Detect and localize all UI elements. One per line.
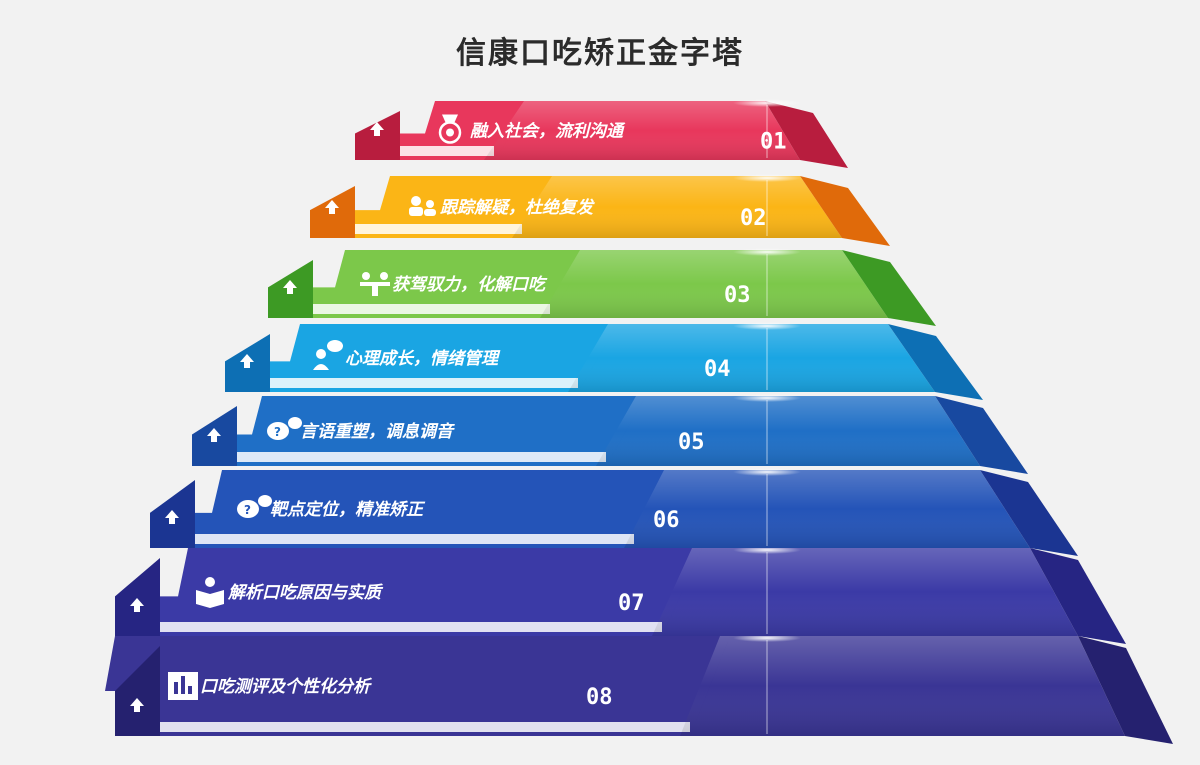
level-label: 靶点定位，精准矫正 bbox=[270, 500, 426, 520]
up-arrow-icon bbox=[325, 200, 339, 214]
bar-chart-icon bbox=[168, 672, 198, 700]
meeting-icon bbox=[360, 272, 390, 296]
level-step-edge bbox=[145, 722, 690, 732]
level-number: 05 bbox=[678, 430, 705, 455]
level-number: 08 bbox=[586, 685, 613, 710]
up-arrow-icon bbox=[130, 598, 144, 612]
level-label: 口吃测评及个性化分析 bbox=[200, 677, 373, 697]
level-banner bbox=[150, 470, 674, 548]
pyramid-level-02: 跟踪解疑，杜绝复发 02 bbox=[310, 174, 890, 246]
level-number: 02 bbox=[740, 206, 767, 231]
page-title: 信康口吃矫正金字塔 bbox=[456, 36, 744, 71]
level-banner bbox=[192, 396, 646, 466]
level-sheen bbox=[568, 324, 935, 392]
up-arrow-icon bbox=[283, 280, 297, 294]
pyramid-level-05: ? 言语重塑，调息调音 05 bbox=[192, 394, 1028, 474]
level-number: 06 bbox=[653, 508, 680, 533]
level-side-face bbox=[842, 250, 936, 326]
level-fold-tab bbox=[115, 646, 160, 736]
pyramid-level-04: 心理成长，情绪管理 04 bbox=[225, 322, 983, 400]
pyramid-level-06: ? 靶点定位，精准矫正 06 bbox=[150, 468, 1078, 556]
level-label: 心理成长，情绪管理 bbox=[345, 349, 501, 369]
level-side-face bbox=[1078, 636, 1173, 744]
level-side-face bbox=[765, 101, 848, 168]
level-sheen bbox=[512, 176, 842, 238]
level-side-face bbox=[1030, 548, 1126, 644]
level-glint bbox=[733, 174, 801, 182]
person-chat-icon bbox=[313, 340, 343, 370]
level-sheen bbox=[596, 396, 980, 466]
level-number: 07 bbox=[618, 591, 645, 616]
pyramid-level-07: 解析口吃原因与实质 07 bbox=[115, 546, 1126, 644]
level-banner bbox=[225, 324, 618, 392]
level-sheen bbox=[624, 470, 1030, 548]
level-side-face bbox=[980, 470, 1078, 556]
svg-text:?: ? bbox=[274, 425, 281, 439]
up-arrow-icon bbox=[370, 122, 384, 136]
level-step-edge bbox=[180, 534, 634, 544]
level-banner bbox=[115, 548, 702, 636]
level-glint bbox=[733, 322, 801, 330]
up-arrow-icon bbox=[130, 698, 144, 712]
up-arrow-icon bbox=[207, 428, 221, 442]
level-label: 获驾驭力，化解口吃 bbox=[392, 275, 548, 295]
level-step-edge bbox=[222, 452, 606, 462]
level-glint bbox=[733, 248, 801, 256]
level-label: 跟踪解疑，杜绝复发 bbox=[440, 198, 595, 218]
level-step-edge bbox=[255, 378, 578, 388]
level-banner bbox=[310, 176, 562, 238]
reader-icon bbox=[196, 577, 224, 608]
level-label: 融入社会，流利沟通 bbox=[470, 122, 626, 142]
level-label: 言语重塑，调息调音 bbox=[300, 422, 455, 442]
level-number: 04 bbox=[704, 357, 731, 382]
level-sheen bbox=[484, 101, 800, 160]
level-step-edge bbox=[340, 224, 522, 234]
level-step-edge bbox=[385, 146, 494, 156]
level-glint bbox=[733, 394, 801, 402]
pyramid-level-03: 获驾驭力，化解口吃 03 bbox=[268, 248, 936, 326]
pyramid-level-01: 融入社会，流利沟通 01 bbox=[355, 99, 848, 168]
level-side-face bbox=[935, 396, 1028, 474]
svg-text:?: ? bbox=[244, 503, 251, 517]
level-number: 03 bbox=[724, 283, 751, 308]
pyramid-level-08: 口吃测评及个性化分析 08 bbox=[105, 634, 1173, 744]
level-sheen bbox=[680, 636, 1125, 736]
level-label: 解析口吃原因与实质 bbox=[227, 583, 384, 603]
level-side-face bbox=[800, 176, 890, 246]
level-number: 01 bbox=[760, 130, 787, 155]
level-step-edge bbox=[298, 304, 550, 314]
users-icon bbox=[409, 196, 436, 216]
level-step-edge bbox=[145, 622, 662, 632]
level-side-face bbox=[888, 324, 983, 400]
level-glint bbox=[733, 468, 801, 476]
level-glint bbox=[733, 99, 801, 107]
speech-bubbles-icon: ? bbox=[267, 417, 302, 440]
speech-bubbles-icon: ? bbox=[237, 495, 272, 518]
up-arrow-icon bbox=[240, 354, 254, 368]
level-sheen bbox=[540, 250, 888, 318]
level-fold-tab bbox=[115, 558, 160, 636]
level-banner bbox=[268, 250, 590, 318]
up-arrow-icon bbox=[165, 510, 179, 524]
level-sheen bbox=[652, 548, 1078, 636]
medal-icon bbox=[438, 114, 462, 144]
level-banner bbox=[105, 636, 730, 736]
